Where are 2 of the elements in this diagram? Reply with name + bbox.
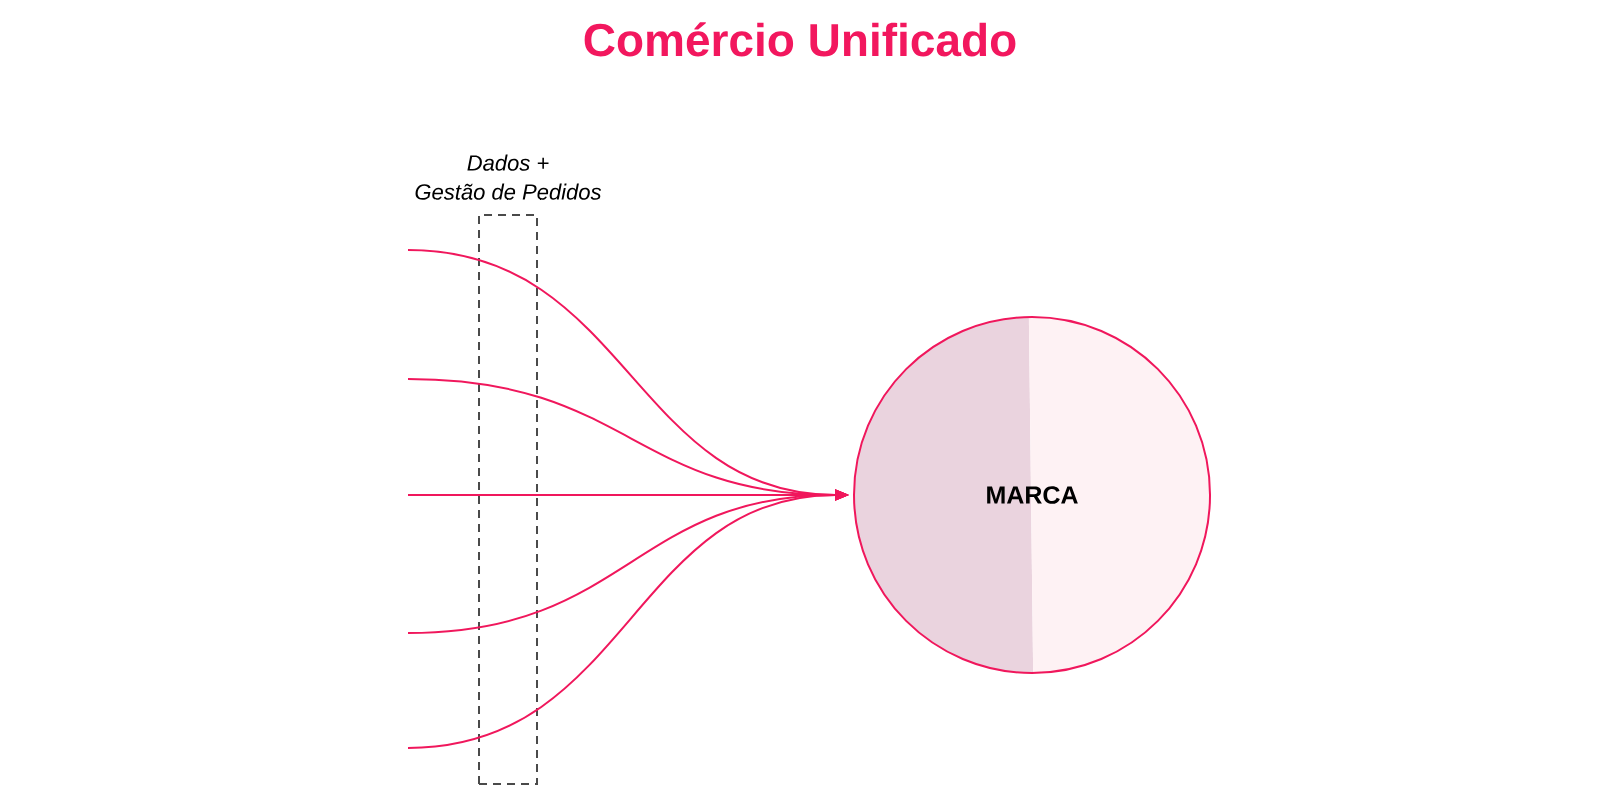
title: Comércio Unificado (584, 22, 1016, 57)
box-heading: Dados + Gestão de Pedidos (415, 154, 602, 200)
